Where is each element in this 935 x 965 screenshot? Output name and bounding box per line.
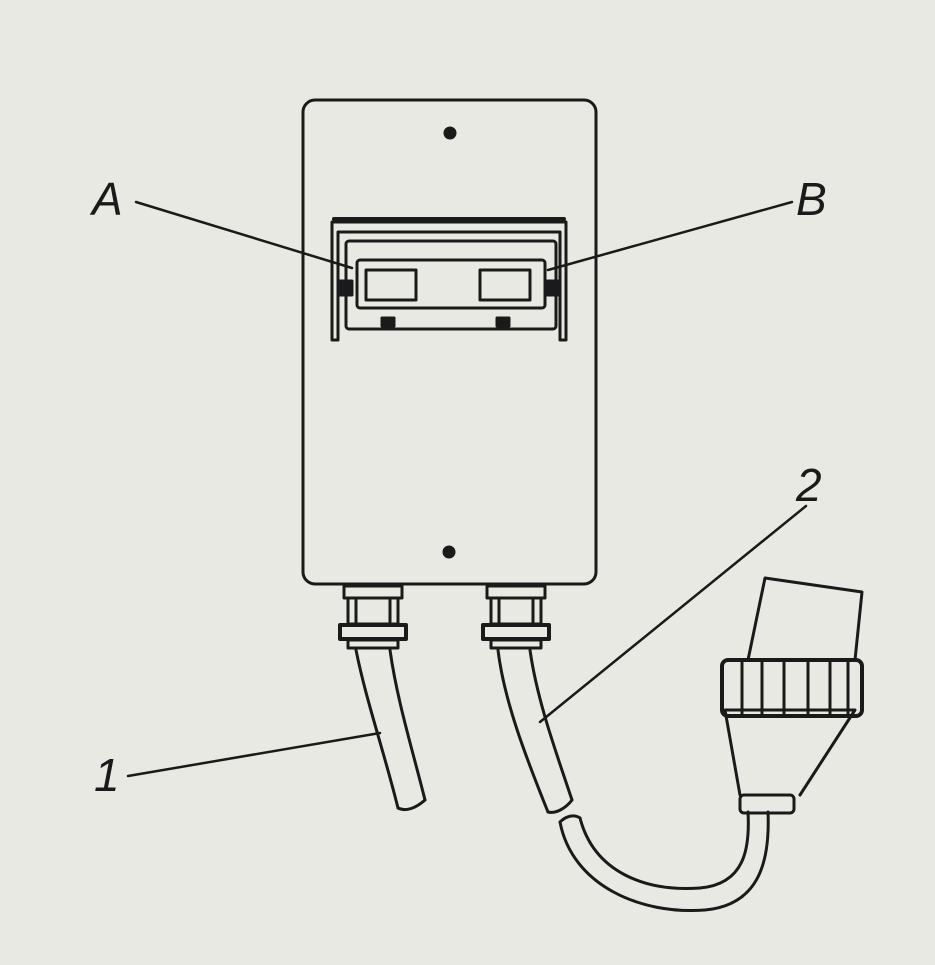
cable-1 — [354, 648, 427, 812]
switch-window — [330, 217, 568, 342]
leader-a — [134, 200, 354, 270]
leader-b — [546, 200, 794, 272]
cable-2-lower — [558, 810, 770, 913]
leader-2 — [538, 504, 808, 724]
right-cable-gland — [481, 584, 551, 650]
plug-connector — [720, 576, 864, 815]
indicator-a — [364, 268, 418, 302]
indicator-b — [478, 268, 532, 302]
top-screw — [443, 126, 457, 140]
callout-label-b: B — [796, 173, 827, 225]
leader-1 — [126, 731, 382, 778]
left-cable-gland — [338, 584, 408, 650]
enclosure-body — [301, 98, 598, 586]
callout-label-1: 1 — [94, 749, 120, 801]
callout-label-2: 2 — [796, 459, 822, 511]
callout-label-a: A — [92, 173, 123, 225]
cable-2-upper — [496, 648, 574, 814]
bottom-screw — [442, 545, 456, 559]
